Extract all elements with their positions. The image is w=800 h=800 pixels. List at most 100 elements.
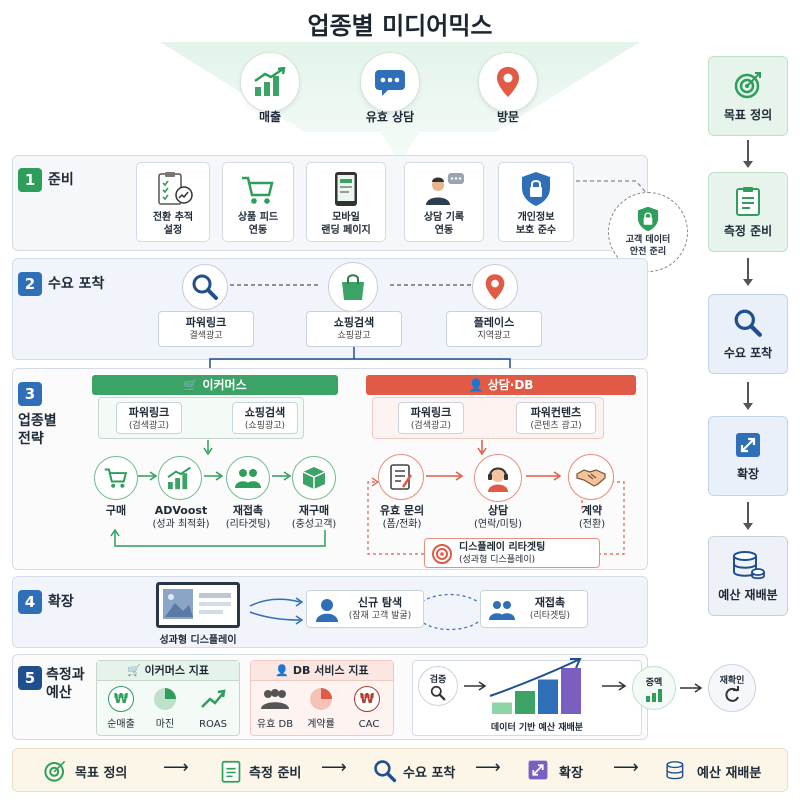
goal-label-visit: 방문	[496, 110, 520, 124]
section-2-title: 수요 포착	[48, 276, 105, 292]
ecom-node-advoost: ADVoost(성과 최적화)	[140, 504, 222, 531]
cart-icon: 🛒	[126, 664, 145, 677]
bar-chart-icon	[646, 688, 662, 702]
expand-icon	[736, 432, 760, 457]
database-coins-icon	[666, 761, 684, 780]
clipboard-icon	[736, 186, 760, 216]
sidebar-step-expand: 확장	[708, 416, 788, 496]
search-icon	[430, 685, 446, 700]
metric-cac: CAC	[358, 719, 380, 730]
node-sub: (폼/전화)	[382, 519, 422, 530]
chart-caption: 데이터 기반 예산 재배분	[490, 723, 584, 733]
location-pin-icon	[472, 264, 518, 310]
budget-bar	[515, 691, 535, 714]
database-coins-icon	[733, 550, 765, 579]
section-1-number: 1	[18, 168, 42, 192]
user-icon	[316, 599, 338, 622]
group-icon	[261, 689, 289, 709]
box-icon	[292, 456, 336, 500]
section-4-number: 4	[18, 590, 42, 614]
shopping-cart-icon	[242, 176, 274, 204]
flow-arrow	[602, 681, 627, 691]
section-1-title: 준비	[48, 172, 74, 188]
node-title: ADVoost	[154, 504, 208, 517]
flow-step-expand: 확장	[559, 766, 583, 781]
mobile-phone-icon	[335, 172, 357, 206]
badge-label: 고객 데이터	[625, 235, 671, 245]
retarget-title: 디스플레이 리타겟팅	[459, 542, 546, 553]
expand-arrows	[249, 593, 479, 631]
ecom-node-repurchase: 재구매(충성고객)	[278, 504, 350, 531]
demand-dashed-line	[230, 284, 490, 286]
retarget-sub: (성과형 디스플레이)	[459, 555, 536, 565]
prospecting-sub: (잠재 고객 발굴)	[348, 611, 412, 621]
card-label: 개인정보	[517, 212, 555, 223]
pie-chart-icon	[154, 688, 176, 710]
node-title: 재구매	[298, 504, 330, 517]
retargeting-box: 재접촉 (리타겟팅)	[480, 590, 588, 628]
cart-icon: 🛒	[183, 378, 203, 392]
metric-valid-db: 유효 DB	[256, 719, 294, 730]
lane-title: 상담·DB	[487, 378, 534, 392]
section-2-number: 2	[18, 272, 42, 296]
display-retargeting-box: 디스플레이 리타겟팅 (성과형 디스플레이)	[424, 538, 600, 568]
badge-connector	[576, 180, 649, 196]
ad-name: 파워링크	[185, 316, 227, 329]
clipboard-icon	[221, 760, 241, 783]
budget-bar	[561, 668, 581, 714]
consultant-chat-icon	[426, 173, 464, 205]
flow-arrow	[680, 683, 703, 693]
increase-label: 증액	[645, 677, 663, 688]
users-icon	[226, 456, 270, 500]
card-consult-records: 상담 기록 연동	[404, 162, 484, 242]
node-title: 구매	[105, 504, 127, 517]
card-label: 보호 준수	[515, 225, 557, 236]
sidebar-step-goal: 목표 정의	[708, 56, 788, 136]
sidebar-step-measure: 측정 준비	[708, 172, 788, 252]
display-label: 성과형 디스플레이	[159, 635, 237, 646]
won-coin-icon: ₩	[354, 686, 380, 712]
target-icon	[734, 71, 761, 98]
lane-title: 이커머스	[202, 378, 247, 392]
card-label: 전환 추적	[152, 212, 194, 223]
display-ad-screen-icon	[156, 582, 240, 628]
budget-bar	[492, 702, 512, 714]
increase-node: 증액	[632, 666, 676, 710]
db-ad-powercontents: 파워컨텐츠(콘텐츠 광고)	[516, 402, 596, 434]
page-title: 업종별 미디어믹스	[307, 12, 493, 40]
sidebar-step-label: 수요 포착	[723, 345, 773, 360]
verify-label: 검증	[429, 674, 447, 685]
flow-arrow	[464, 681, 487, 691]
search-icon	[182, 264, 228, 310]
section-3-title: 업종별	[18, 413, 57, 429]
users-icon	[489, 601, 515, 620]
budget-bar-chart	[489, 658, 582, 714]
metric-net-sales: 순매출	[107, 719, 135, 730]
handshake-icon	[568, 454, 614, 500]
ad-type: 결색광고	[189, 331, 223, 341]
flow-step-budget: 예산 재배분	[697, 766, 762, 781]
shield-lock-icon	[637, 206, 659, 232]
chat-bubble-icon	[360, 52, 420, 112]
flow-arrow: ⟶	[321, 757, 347, 778]
db-flow-arrows	[367, 440, 625, 555]
retarget-sub: (리타겟팅)	[529, 611, 571, 621]
clipboard-check-icon	[158, 172, 193, 205]
ad-name: 쇼핑검색	[244, 406, 286, 419]
headset-agent-icon	[474, 454, 522, 502]
ad-type: (쇼핑광고)	[244, 421, 286, 431]
target-icon	[432, 544, 452, 564]
db-ad-powerlink: 파워링크(검색광고)	[398, 402, 464, 434]
expand-icon	[528, 760, 548, 780]
node-title: 계약	[581, 504, 603, 517]
card-label: 설정	[163, 225, 183, 236]
trend-up-icon	[201, 689, 226, 708]
metrics-header: DB 서비스 지표	[292, 664, 369, 677]
ad-type: 쇼핑광고	[337, 331, 371, 341]
search-icon	[374, 760, 397, 783]
sidebar-step-label: 목표 정의	[723, 107, 773, 122]
ad-name: 쇼핑검색	[333, 316, 375, 329]
card-conversion-tracking: 전환 추적 설정	[136, 162, 210, 242]
flow-step-goal: 목표 정의	[75, 766, 128, 781]
flow-arrow: ⟶	[613, 757, 639, 778]
